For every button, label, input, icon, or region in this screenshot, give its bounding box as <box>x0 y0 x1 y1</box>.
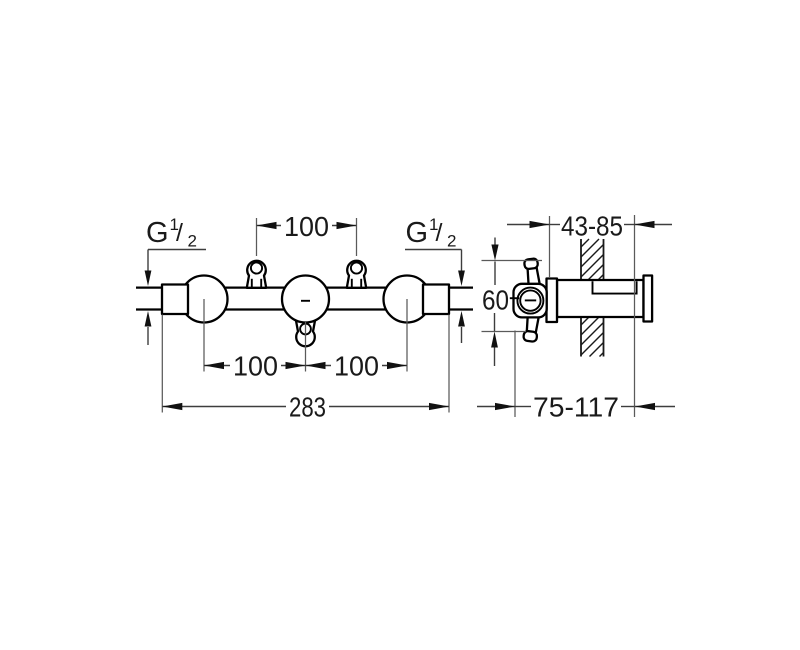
front-view <box>136 259 473 348</box>
dim-overall-width <box>161 314 450 413</box>
valve-body-center <box>280 274 331 324</box>
thread-stub-left <box>160 283 190 316</box>
dim-label-body-spacing-left: 100 <box>233 351 278 382</box>
valve-bore-outer <box>516 286 545 315</box>
valve-bore-inner <box>519 289 542 312</box>
supply-pipe-right <box>449 286 473 311</box>
dim-label-body-spacing-right: 100 <box>334 351 379 382</box>
thread-label-left: G 1 / 2 <box>146 205 197 251</box>
dim-label-depth-bottom: 75-117 <box>533 392 619 423</box>
dim-label-port-spacing: 60 <box>482 285 509 316</box>
lug-hole <box>349 261 364 275</box>
dim-depth-bottom <box>477 330 675 417</box>
dim-label-depth-top: 43-85 <box>561 211 623 242</box>
dimensions: 100 100 100 283 43-85 60 75-117 G 1 / 2 … <box>144 205 675 423</box>
dim-label-lug-spacing: 100 <box>284 211 329 242</box>
spout-housing <box>555 278 645 319</box>
housing-end-flange <box>642 274 654 323</box>
thread-dim-right <box>405 248 465 343</box>
mounting-plate <box>545 277 559 324</box>
side-view <box>512 238 654 357</box>
thread-dim-left <box>144 248 206 345</box>
dim-body-spacing <box>203 299 408 372</box>
dim-depth-top <box>507 215 672 417</box>
dim-port-spacing <box>481 237 542 366</box>
dim-lug-spacing <box>255 218 358 256</box>
supply-pipe-left <box>136 286 162 311</box>
thread-stub-right <box>421 283 451 316</box>
lug-hole <box>249 261 264 275</box>
dim-label-overall-width: 283 <box>289 392 326 423</box>
mounting-lug-top-right <box>345 259 368 289</box>
wall-hatching <box>580 238 604 357</box>
housing-recess <box>591 281 638 295</box>
mounting-lug-top-left <box>245 259 268 289</box>
thread-label-right: G 1 / 2 <box>406 205 457 251</box>
